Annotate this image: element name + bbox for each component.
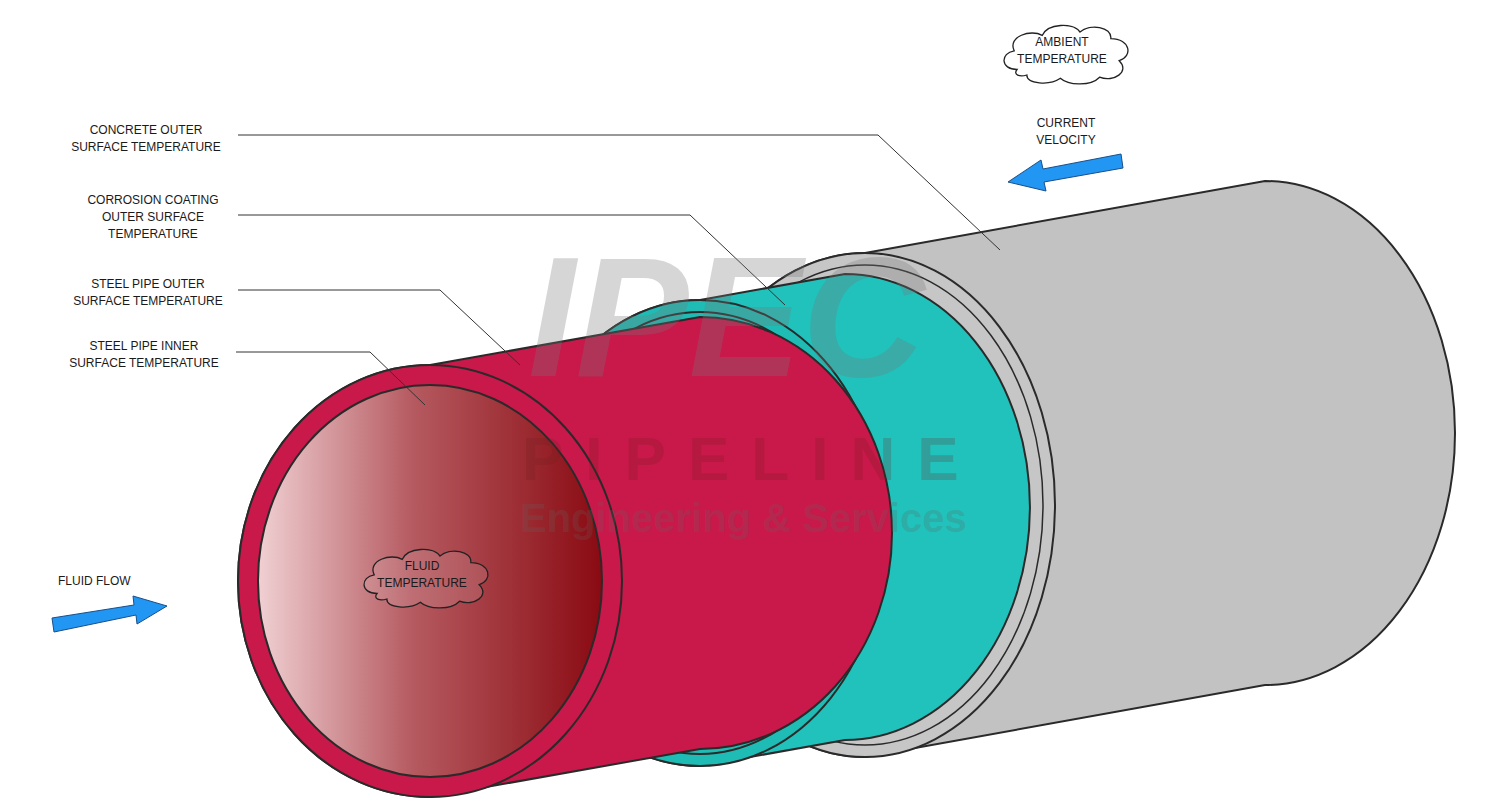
watermark: PIPELINE (522, 428, 981, 490)
callout-label: CURRENT VELOCITY (1030, 115, 1102, 149)
cloud-shape: FLUID TEMPERATURE (356, 544, 496, 610)
callout-label: FLUID FLOW (58, 573, 131, 590)
cloud-shape: AMBIENT TEMPERATURE (996, 20, 1136, 86)
watermark: IPEC (528, 232, 925, 402)
callout-label: STEEL PIPE OUTER SURFACE TEMPERATURE (72, 276, 224, 310)
watermark: Engineering & Services (520, 498, 967, 538)
leader-lines (236, 135, 1000, 405)
current-arrow (1008, 154, 1123, 191)
cloud-text: FLUID TEMPERATURE (376, 558, 468, 592)
callout-label: STEEL PIPE INNER SURFACE TEMPERATURE (68, 338, 220, 372)
callout-label: CONCRETE OUTER SURFACE TEMPERATURE (70, 122, 222, 156)
flow-arrow (52, 596, 167, 632)
callout-label: CORROSION COATING OUTER SURFACE TEMPERAT… (84, 192, 222, 243)
cloud-text: AMBIENT TEMPERATURE (1016, 34, 1108, 68)
